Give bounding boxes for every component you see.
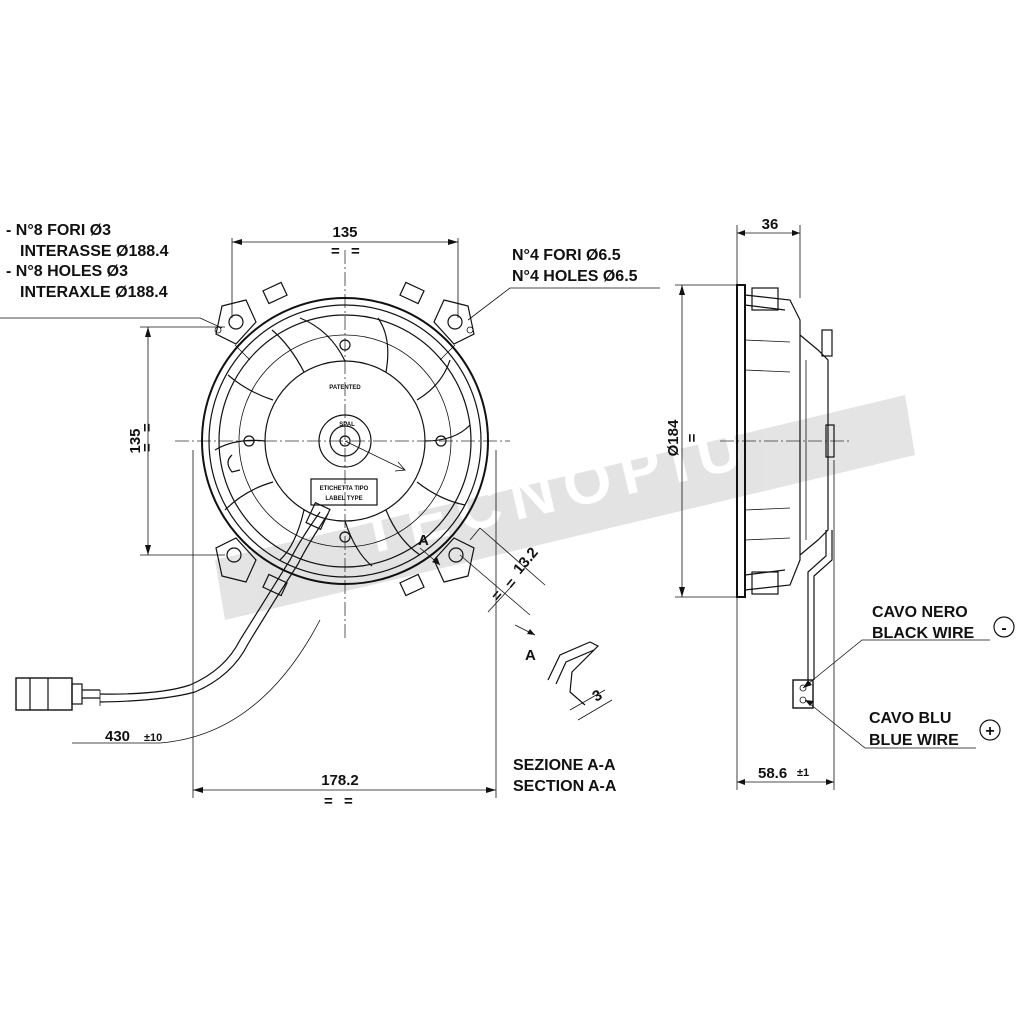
note-holes8-en-2: INTERAXLE Ø188.4	[20, 284, 168, 301]
dim-depth-58-tol: ±1	[797, 767, 809, 779]
section-title-en: SECTION A-A	[513, 778, 617, 795]
section-mark-a2: A	[525, 647, 536, 664]
black-wire-it: CAVO NERO	[872, 604, 968, 621]
note-holes4-en: N°4 HOLES Ø6.5	[512, 268, 638, 285]
blue-wire-it: CAVO BLU	[869, 710, 951, 727]
label-box	[310, 478, 378, 506]
wire-labels: CAVO NERO BLACK WIRE - CAVO BLU BLUE WIR…	[869, 604, 1015, 749]
dim-depth-36: 36	[762, 216, 779, 233]
dim-dia-eq: =	[684, 433, 701, 442]
connector	[15, 677, 100, 711]
dim-cable-length: 430	[105, 728, 130, 745]
frame-clips	[262, 281, 425, 597]
section-aa: 3 SEZIONE A-A SECTION A-A	[513, 641, 617, 795]
label-type-it: ETICHETTA TIPO	[320, 486, 369, 492]
label-type-en: LABEL TYPE	[325, 496, 362, 502]
dim-top-135: 135	[332, 224, 357, 241]
minus-sign: -	[1001, 620, 1006, 637]
dim-bottom-eq-2: =	[344, 793, 353, 810]
hub-patented: PATENTED	[329, 385, 361, 391]
dim-left-eq-2: =	[139, 423, 156, 432]
dim-offset-eq-1: =	[488, 587, 507, 605]
dim-left-135: 135	[127, 428, 144, 453]
frame-spokes	[214, 317, 471, 567]
hub-logo: SPAL	[339, 422, 355, 428]
dim-top-eq-1: =	[331, 243, 340, 260]
holes-8-note: - N°8 FORI Ø3 INTERASSE Ø188.4 - N°8 HOL…	[6, 222, 169, 301]
front-view: PATENTED SPAL ETICHETTA TIPO LABEL TYPE …	[15, 250, 510, 745]
dim-top-eq-2: =	[351, 243, 360, 260]
section-title-it: SEZIONE A-A	[513, 757, 616, 774]
dim-section-3: 3	[590, 687, 606, 706]
minus-icon	[993, 616, 1015, 638]
plus-icon	[979, 719, 1001, 741]
note-holes8-en-1: - N°8 HOLES Ø3	[6, 263, 128, 280]
mounting-ears	[214, 299, 475, 583]
watermark: TECNOPIU	[215, 395, 915, 620]
dim-offset-eq-2: =	[502, 575, 521, 593]
side-view: 36 Ø184 = 58.6 ±1	[665, 216, 990, 790]
note-holes4-it: N°4 FORI Ø6.5	[512, 247, 621, 264]
plus-sign: +	[985, 723, 994, 740]
dim-left-eq-1: =	[139, 443, 156, 452]
black-wire-en: BLACK WIRE	[872, 625, 975, 642]
dim-diameter-184: Ø184	[665, 419, 682, 456]
front-dimensions: 135 = = 135 = = 178.2 = = 13.2 = = A A	[0, 224, 660, 810]
blue-wire-en: BLUE WIRE	[869, 732, 959, 749]
note-holes8-it-2: INTERASSE Ø188.4	[20, 243, 169, 260]
note-holes8-it-1: - N°8 FORI Ø3	[6, 222, 111, 239]
dim-bottom-eq-1: =	[324, 793, 333, 810]
dim-cable-tol: ±10	[144, 732, 162, 744]
holes-4-note: N°4 FORI Ø6.5 N°4 HOLES Ø6.5	[512, 247, 638, 285]
dim-depth-58: 58.6	[758, 765, 787, 782]
dim-bottom-178: 178.2	[321, 772, 359, 789]
section-mark-a1: A	[418, 532, 429, 549]
